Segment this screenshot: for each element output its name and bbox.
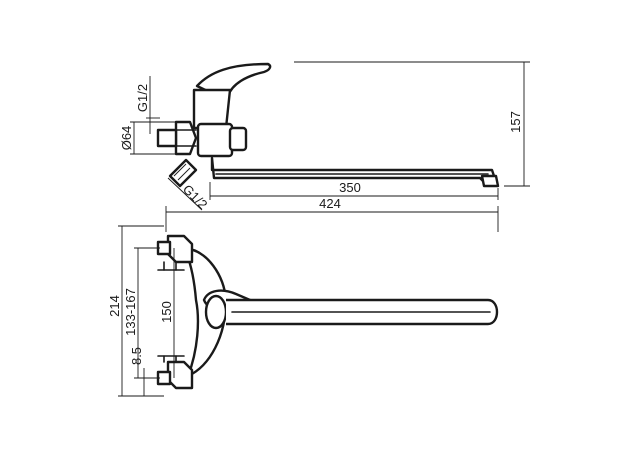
front-view	[156, 234, 499, 390]
top-eccentric-legs	[163, 261, 177, 271]
front-view-dimensions	[118, 225, 175, 397]
label-214: 214	[107, 295, 122, 317]
bottom-eccentric-legs	[163, 355, 177, 363]
wall-nut	[174, 120, 198, 156]
label-350: 350	[339, 180, 361, 195]
hatch	[173, 163, 187, 177]
label-157: 157	[508, 111, 523, 133]
spout	[210, 156, 498, 184]
side-view	[156, 62, 500, 188]
eccentric-connector	[156, 128, 178, 148]
label-8-5: 8.5	[129, 347, 144, 365]
label-thread-top: G1/2	[135, 84, 150, 112]
hatch	[177, 167, 191, 181]
label-thread-bottom: G1/2	[180, 182, 211, 213]
side-view-dimensions	[130, 61, 530, 232]
dim-leader-thread-bottom	[167, 177, 203, 211]
cartridge-body	[192, 88, 232, 130]
side-knob	[228, 126, 248, 152]
aerator	[480, 174, 500, 188]
label-133-167: 133-167	[123, 288, 138, 336]
mixer-block	[196, 122, 234, 158]
label-diameter: Ø64	[119, 126, 134, 151]
front-handle-knob	[204, 294, 228, 330]
label-424: 424	[319, 196, 341, 211]
top-inlet	[166, 234, 194, 264]
bottom-inlet	[166, 360, 194, 390]
angled-connector	[168, 158, 198, 188]
label-150: 150	[159, 301, 174, 323]
